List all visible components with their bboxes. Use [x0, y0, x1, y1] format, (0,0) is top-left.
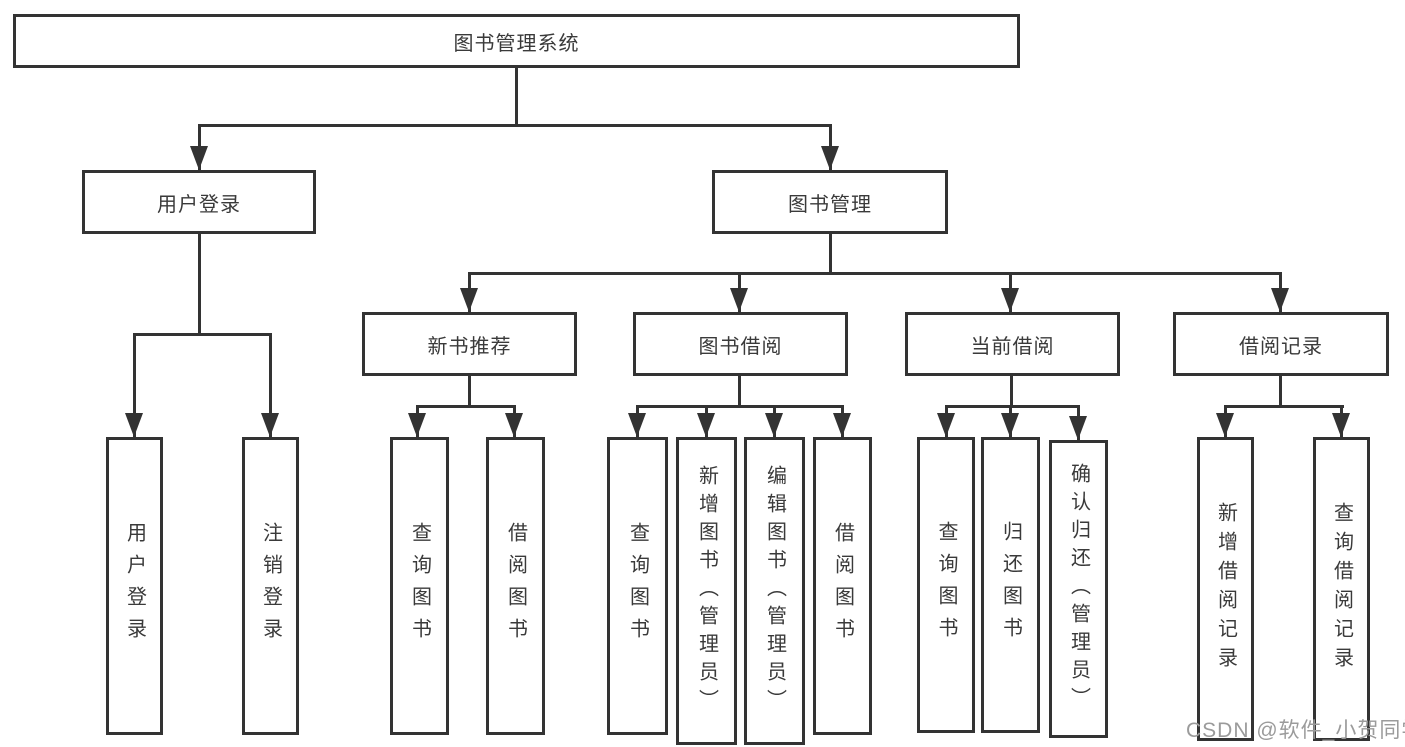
leaf-user-login: 用户登录: [106, 437, 163, 735]
node-label: 当前借阅: [970, 335, 1055, 358]
connector-line: [1010, 375, 1013, 408]
leaf-label: 查询借阅记录: [1330, 502, 1353, 676]
leaf-label: 借阅图书: [504, 522, 527, 650]
connector-line: [133, 333, 272, 336]
arrowhead-down-icon: [460, 288, 478, 312]
leaf-label: 用户登录: [123, 522, 146, 650]
arrowhead-down-icon: [697, 413, 715, 437]
leaf-label: 注销登录: [259, 522, 282, 650]
leaf-edit-book-admin: 编辑图书（管理员）: [744, 437, 805, 745]
leaf-logout: 注销登录: [242, 437, 299, 735]
arrowhead-down-icon: [261, 413, 279, 437]
connector-line: [468, 272, 1282, 275]
arrowhead-down-icon: [765, 413, 783, 437]
node-new-book-recommend: 新书推荐: [362, 312, 577, 376]
node-label: 新书推荐: [427, 335, 512, 358]
arrowhead-down-icon: [833, 413, 851, 437]
arrowhead-down-icon: [1001, 413, 1019, 437]
connector-line: [515, 66, 518, 126]
node-label: 图书管理系统: [453, 32, 580, 55]
leaf-label: 查询图书: [626, 522, 649, 650]
leaf-label: 确认归还（管理员）: [1067, 463, 1090, 715]
connector-line: [133, 333, 136, 437]
node-current-borrow: 当前借阅: [905, 312, 1120, 376]
connector-line: [468, 375, 471, 408]
leaf-confirm-return-admin: 确认归还（管理员）: [1049, 440, 1108, 738]
arrowhead-down-icon: [125, 413, 143, 437]
connector-line: [636, 405, 843, 408]
leaf-query-book: 查询图书: [390, 437, 449, 735]
arrowhead-down-icon: [628, 413, 646, 437]
leaf-add-borrow-record: 新增借阅记录: [1197, 437, 1254, 741]
leaf-label: 查询图书: [408, 522, 431, 650]
leaf-borrow-book: 借阅图书: [813, 437, 872, 735]
node-label: 用户登录: [157, 193, 241, 216]
leaf-label: 借阅图书: [831, 522, 854, 650]
leaf-label: 编辑图书（管理员）: [763, 465, 786, 717]
connector-line: [1279, 375, 1282, 408]
node-label: 借阅记录: [1239, 335, 1323, 358]
node-user-login: 用户登录: [82, 170, 316, 234]
connector-line: [945, 405, 1080, 408]
node-borrow-record: 借阅记录: [1173, 312, 1389, 376]
leaf-borrow-book: 借阅图书: [486, 437, 545, 735]
leaf-add-book-admin: 新增图书（管理员）: [676, 437, 737, 745]
arrowhead-down-icon: [1271, 288, 1289, 312]
arrowhead-down-icon: [1069, 416, 1087, 440]
arrowhead-down-icon: [730, 288, 748, 312]
arrowhead-down-icon: [937, 413, 955, 437]
node-label: 图书借阅: [698, 335, 783, 358]
connector-line: [829, 232, 832, 275]
leaf-query-book: 查询图书: [917, 437, 975, 733]
arrowhead-down-icon: [1332, 413, 1350, 437]
leaf-label: 查询图书: [935, 521, 957, 649]
connector-line: [738, 375, 741, 408]
node-label: 图书管理: [788, 193, 872, 216]
connector-line: [416, 405, 516, 408]
leaf-label: 新增图书（管理员）: [695, 465, 718, 717]
leaf-label: 新增借阅记录: [1214, 502, 1237, 676]
connector-line: [198, 124, 832, 127]
arrowhead-down-icon: [1001, 288, 1019, 312]
leaf-label: 归还图书: [999, 521, 1022, 649]
arrowhead-down-icon: [408, 413, 426, 437]
arrowhead-down-icon: [821, 146, 839, 170]
node-book-management: 图书管理: [712, 170, 948, 234]
watermark: CSDN @软件_小贺同学: [1186, 719, 1405, 742]
leaf-return-book: 归还图书: [981, 437, 1040, 733]
connector-line: [198, 232, 201, 335]
arrowhead-down-icon: [190, 146, 208, 170]
node-library-management-system: 图书管理系统: [13, 14, 1020, 68]
leaf-query-borrow-record: 查询借阅记录: [1313, 437, 1370, 741]
connector-line: [269, 333, 272, 437]
arrowhead-down-icon: [505, 413, 523, 437]
connector-line: [1224, 405, 1344, 408]
node-book-borrow: 图书借阅: [633, 312, 848, 376]
arrowhead-down-icon: [1216, 413, 1234, 437]
leaf-query-book: 查询图书: [607, 437, 668, 735]
